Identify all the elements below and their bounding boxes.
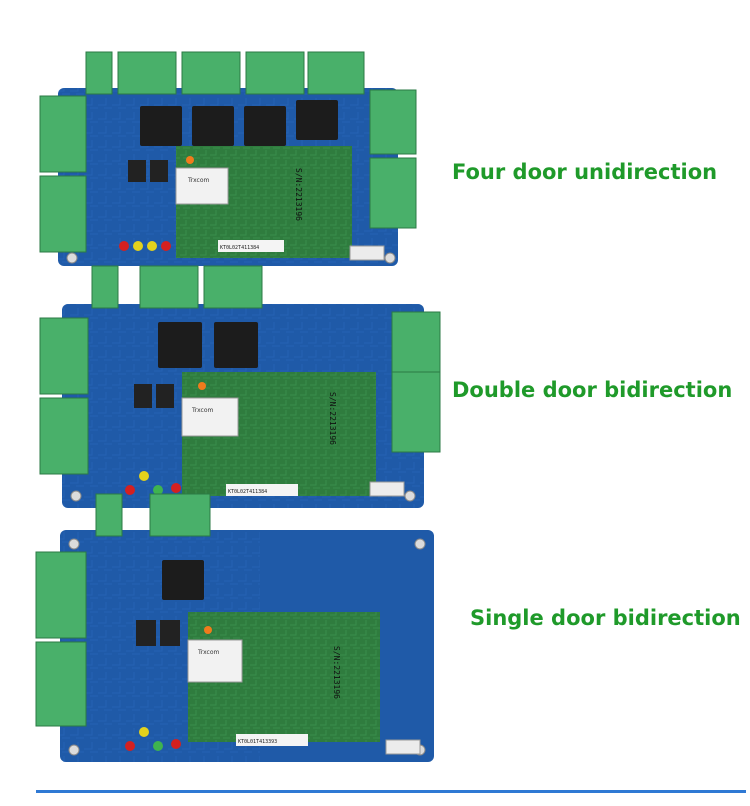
regulator (156, 384, 174, 408)
terminal-block-row (91, 265, 263, 309)
relay (162, 560, 204, 600)
relay (140, 100, 338, 146)
regulator (134, 384, 152, 408)
caption-double-door: Double door bidirection (452, 378, 733, 402)
network-module: Trxcom KT0L02T411384 S/N:2213196 (181, 372, 376, 496)
relay (158, 322, 258, 368)
regulator (136, 620, 156, 646)
connector (385, 739, 421, 755)
jack-label: Trxcom (187, 177, 210, 184)
serial-label: S/N:2213196 (332, 646, 341, 699)
serial-label: S/N:2213196 (328, 392, 337, 445)
terminal-block-column (369, 89, 417, 229)
double-door-board: Trxcom KT0L02T411384 S/N:2213196 (39, 265, 441, 508)
regulator (150, 160, 168, 182)
jack-label: Trxcom (197, 649, 220, 656)
barcode-label: KT0L01T413393 (238, 739, 277, 745)
caption-single-door: Single door bidirection (470, 606, 741, 630)
terminal-block-row (85, 51, 365, 95)
regulator (160, 620, 180, 646)
serial-label: S/N:2213196 (294, 168, 303, 221)
caption-four-door: Four door unidirection (452, 160, 718, 184)
barcode-label: KT0L02T411384 (228, 489, 267, 495)
jack-label: Trxcom (191, 407, 214, 414)
barcode-label: KT0L02T411384 (220, 245, 259, 251)
terminal-block-column (39, 317, 89, 475)
network-module: Trxcom KT0L02T411384 S/N:2213196 (175, 146, 352, 258)
single-door-board: Trxcom KT0L01T413393 S/N:2213196 (35, 493, 434, 762)
terminal-block-column (39, 95, 87, 253)
regulator (128, 160, 146, 182)
terminal-block-column (391, 311, 441, 453)
terminal-block-column (35, 551, 87, 727)
connector (369, 481, 405, 497)
four-door-board: Trxcom KT0L02T411384 S/N:2213196 (39, 51, 417, 266)
network-module: Trxcom KT0L01T413393 S/N:2213196 (187, 612, 380, 746)
connector (349, 245, 385, 261)
bottom-rule (36, 790, 746, 793)
terminal-block-row (95, 493, 211, 537)
